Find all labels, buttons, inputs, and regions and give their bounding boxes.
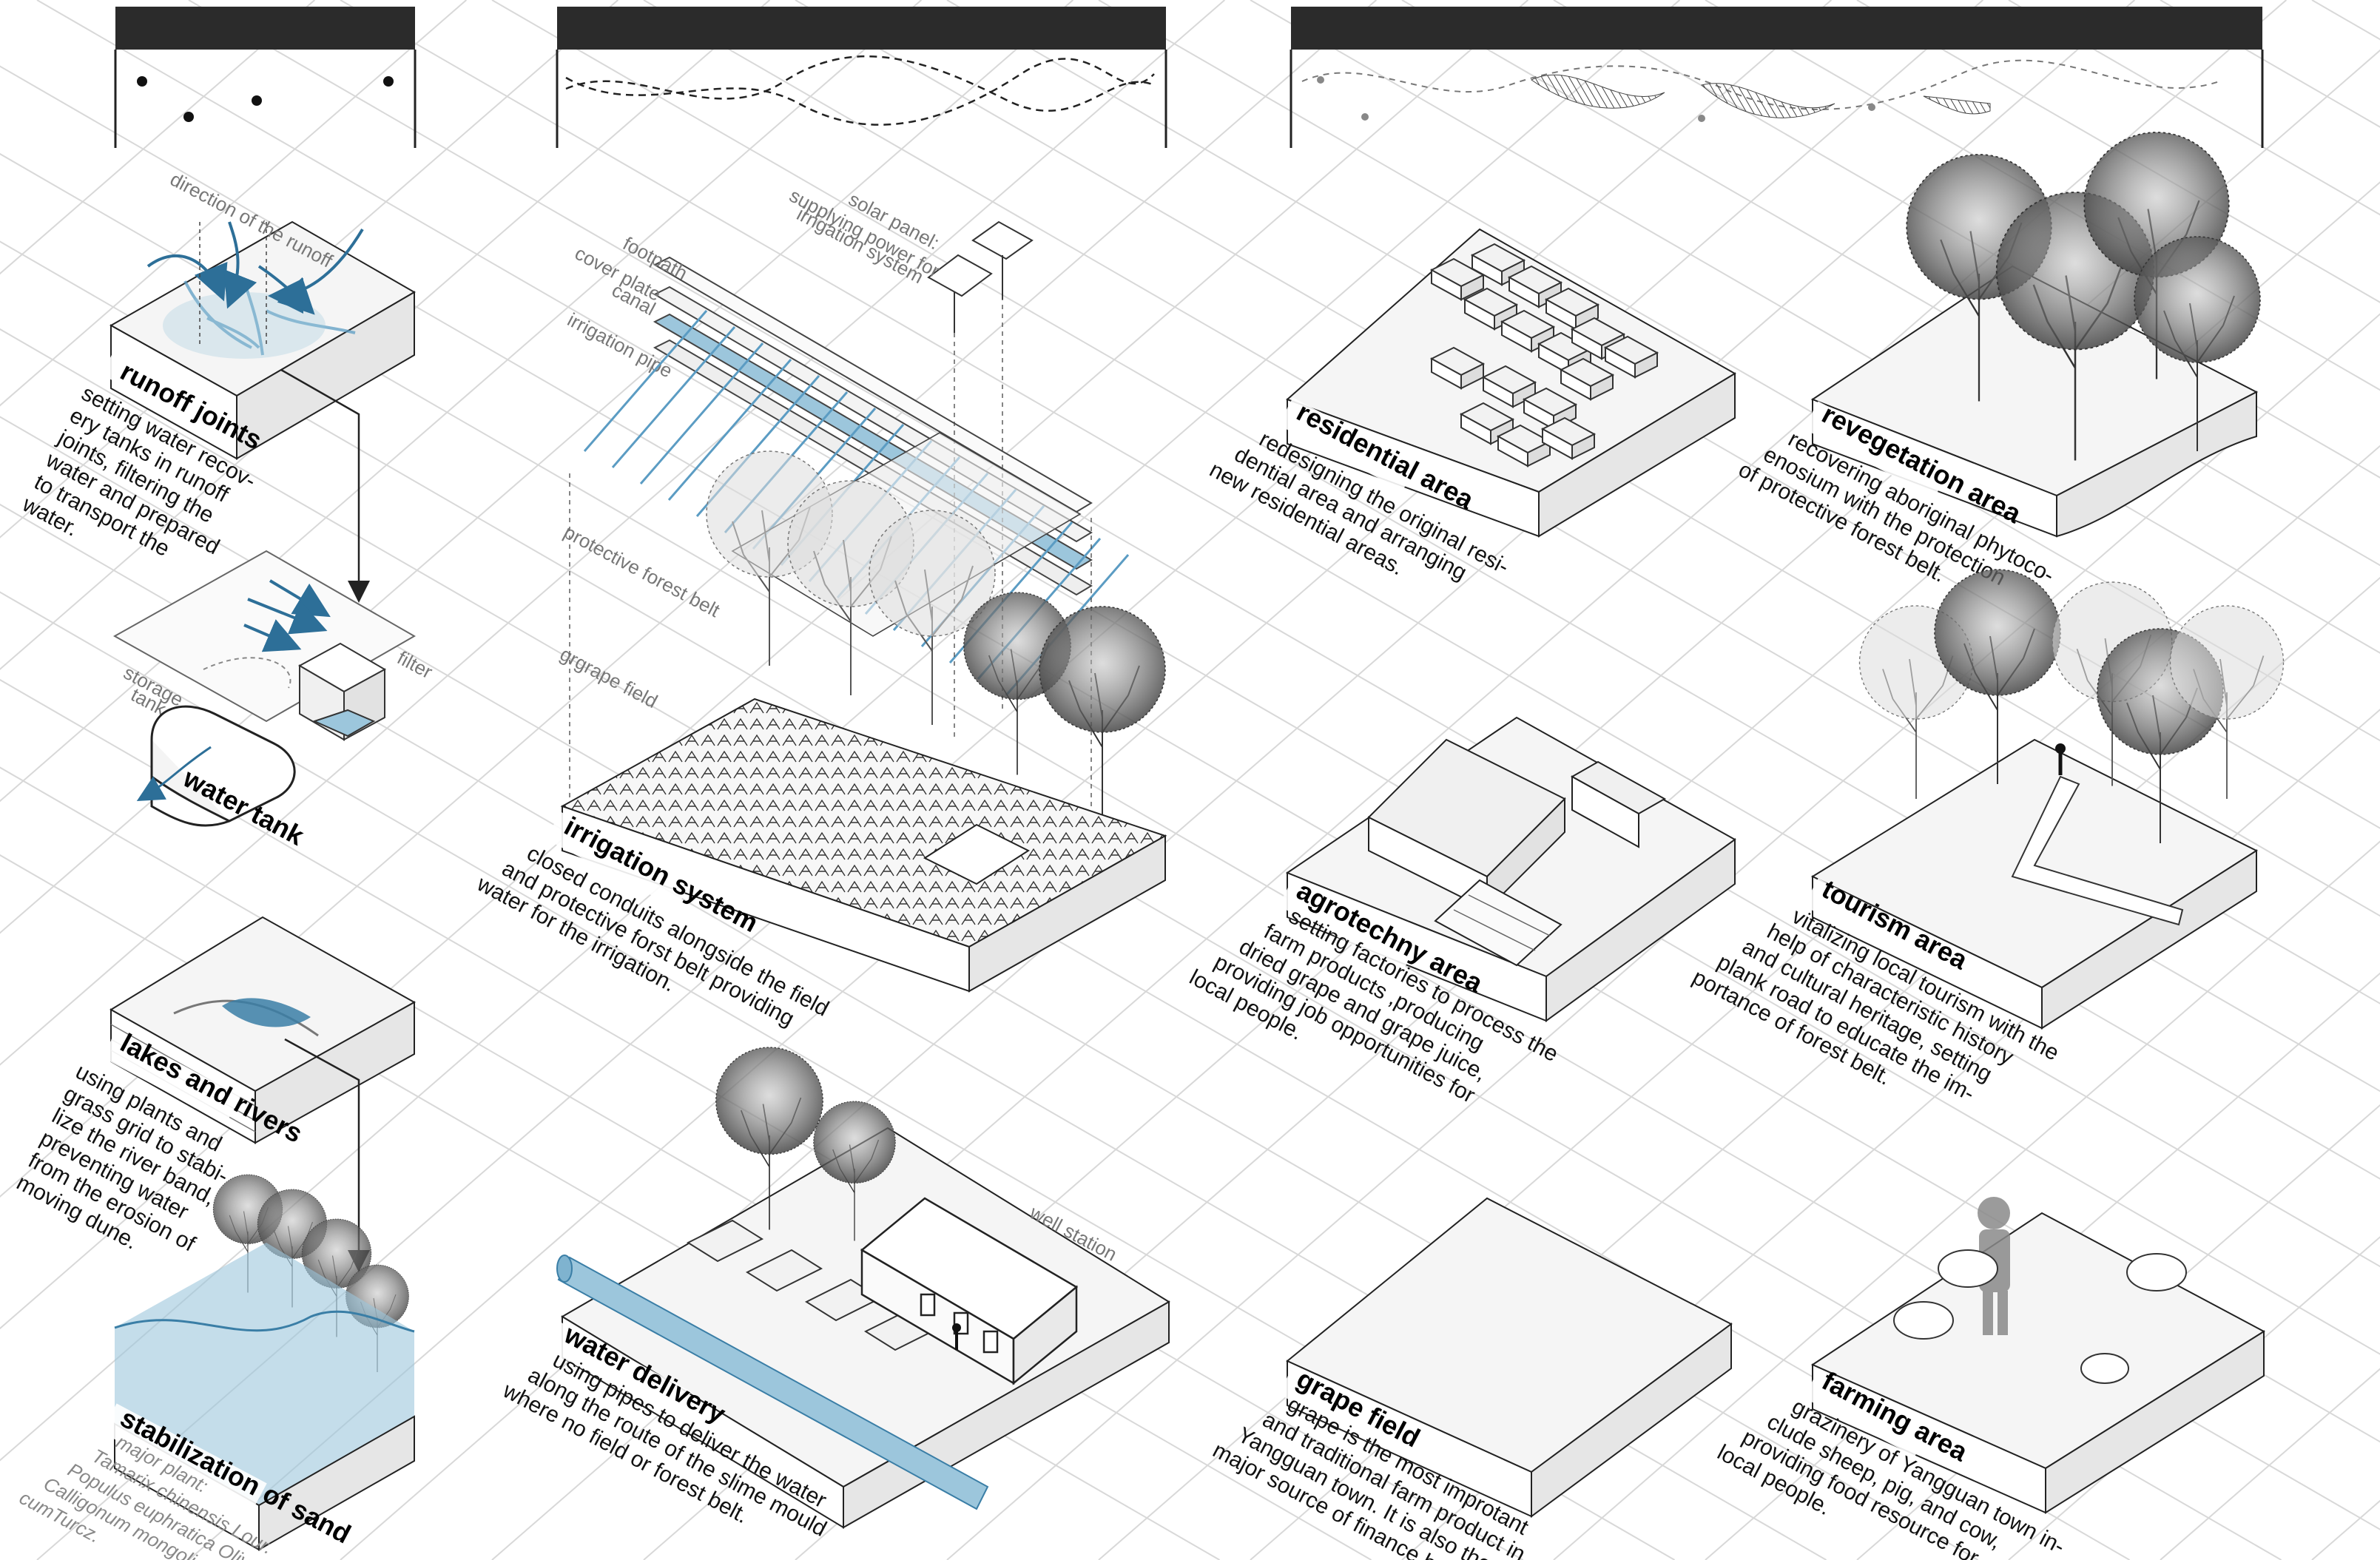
grape-field-label: grgrape field — [556, 643, 661, 712]
tourism-area-block: tourism area vitalizing local tourism wi… — [1688, 570, 2283, 1155]
agrotechny-area-block: agrotechny area setting factories to pro… — [1185, 717, 1735, 1155]
solar-panel-frame — [928, 222, 1032, 333]
forest-belt-label: protective forest belt — [560, 521, 724, 622]
header-bar-3 — [1291, 7, 2262, 50]
person-figure — [952, 1323, 961, 1332]
header-bar-1 — [115, 7, 415, 50]
filter-label: filter — [394, 646, 436, 683]
farming-area-block: farming area grazinery of Yangguan town … — [1713, 1197, 2264, 1560]
revegetation-area-block: revegetation area recovering aboriginal … — [1734, 132, 2260, 632]
residential-area-block: residential area redesigning the origina… — [1205, 229, 1735, 624]
header-3-route-hatch — [1302, 61, 2219, 122]
header-bars — [115, 7, 2262, 148]
runoff-joints-block: direction of the runoff runoff joints se… — [18, 168, 414, 604]
tourist-figure — [2055, 743, 2066, 754]
header-1-dots — [137, 76, 394, 122]
irrigation-system-block: footpath cover plate canal irrigation pi… — [473, 184, 1165, 1066]
grape-field-block: grape field grape is the most improtant … — [1209, 1198, 1731, 1560]
water-delivery-block: well station water delivery using pipes … — [499, 1047, 1169, 1560]
stabilization-sand-block: stabilization of sand major plant: Tamar… — [16, 1175, 414, 1560]
header-bar-2 — [557, 7, 1166, 50]
header-2-route-lines — [566, 56, 1154, 125]
